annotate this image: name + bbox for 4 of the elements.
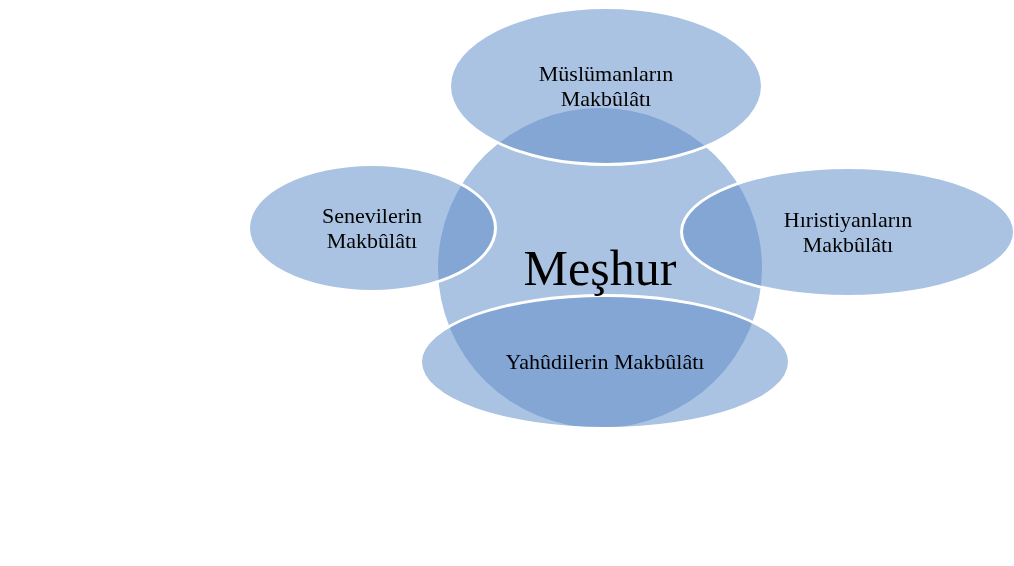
ellipse-label: Müslümanların Makbûlâtı <box>537 60 675 112</box>
ellipse-label: Yahûdilerin Makbûlâtı <box>505 349 705 375</box>
ellipse-label: Hıristiyanların Makbûlâtı <box>782 206 914 258</box>
ellipse-label: Senevilerin Makbûlâtı <box>320 202 424 254</box>
